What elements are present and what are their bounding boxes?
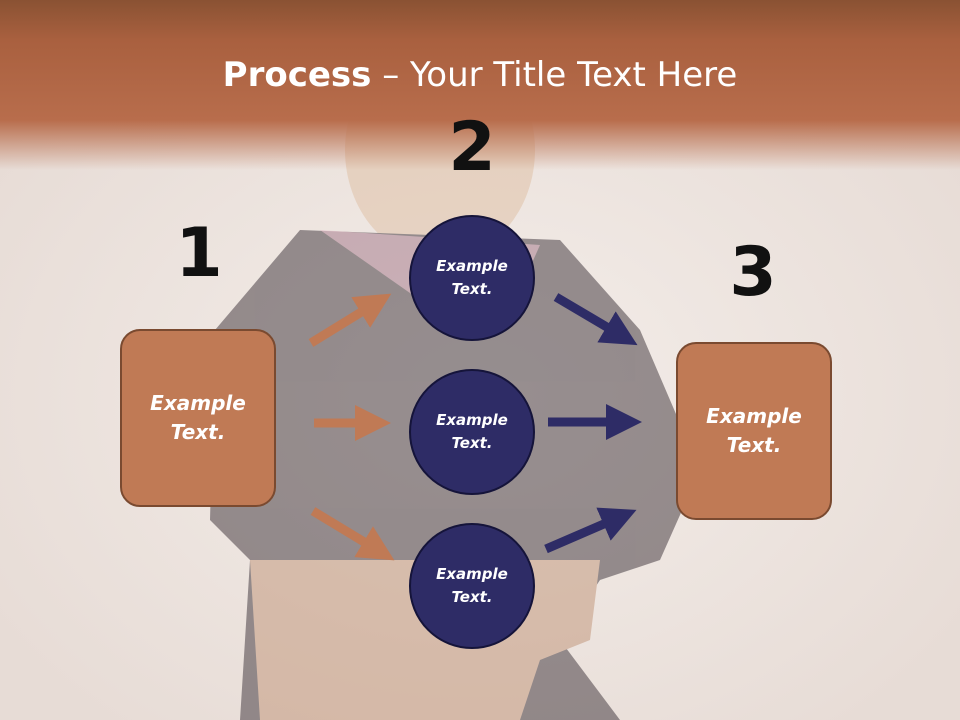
start-box-line2: Text.	[170, 420, 226, 444]
step-number-1: 1	[175, 214, 223, 293]
circle-3-line2: Text.	[451, 588, 493, 606]
circle-2-line1: Example	[436, 411, 508, 429]
circle-2-line2: Text.	[451, 434, 493, 452]
circle-3-line1: Example	[436, 565, 508, 583]
title-dash: –	[371, 55, 411, 95]
arrow-to-bottom	[310, 507, 395, 561]
arrow-to-top	[308, 293, 392, 347]
slide-title: Process – Your Title Text Here	[0, 55, 960, 95]
step-number-2: 2	[448, 108, 496, 187]
start-box-line1: Example	[150, 391, 246, 415]
end-box-line1: Example	[706, 404, 802, 428]
circle-1-line2: Text.	[451, 280, 493, 298]
arrow-from-top	[553, 293, 638, 346]
title-banner	[0, 0, 960, 170]
title-rest: Your Title Text Here	[410, 55, 738, 95]
end-box-line2: Text.	[726, 433, 782, 457]
arrow-from-bottom	[544, 507, 637, 554]
step-number-3: 3	[729, 233, 777, 312]
circle-1-line1: Example	[436, 257, 508, 275]
title-bold: Process	[222, 55, 372, 95]
